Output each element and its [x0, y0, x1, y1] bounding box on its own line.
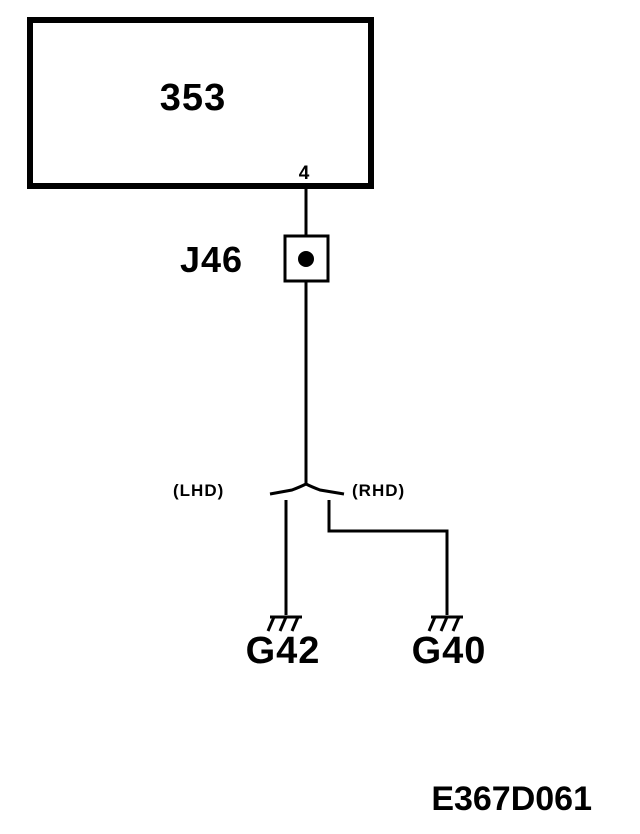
variant-right-label: (RHD) [352, 481, 405, 500]
ground-symbol-icon [427, 615, 463, 632]
component-box [27, 17, 374, 189]
component-label: 353 [160, 77, 226, 119]
variant-split-symbol [269, 482, 345, 496]
junction-dot [298, 251, 314, 267]
junction-label: J46 [180, 239, 243, 280]
ground-right-label: G40 [412, 630, 487, 672]
diagram-code: E367D061 [431, 780, 592, 818]
ground-symbol-icon [266, 615, 302, 632]
rhd-branch-wire [327, 500, 449, 615]
variant-left-label: (LHD) [173, 481, 224, 500]
ground-left-label: G42 [246, 630, 321, 672]
component-pin-number: 4 [299, 163, 310, 184]
